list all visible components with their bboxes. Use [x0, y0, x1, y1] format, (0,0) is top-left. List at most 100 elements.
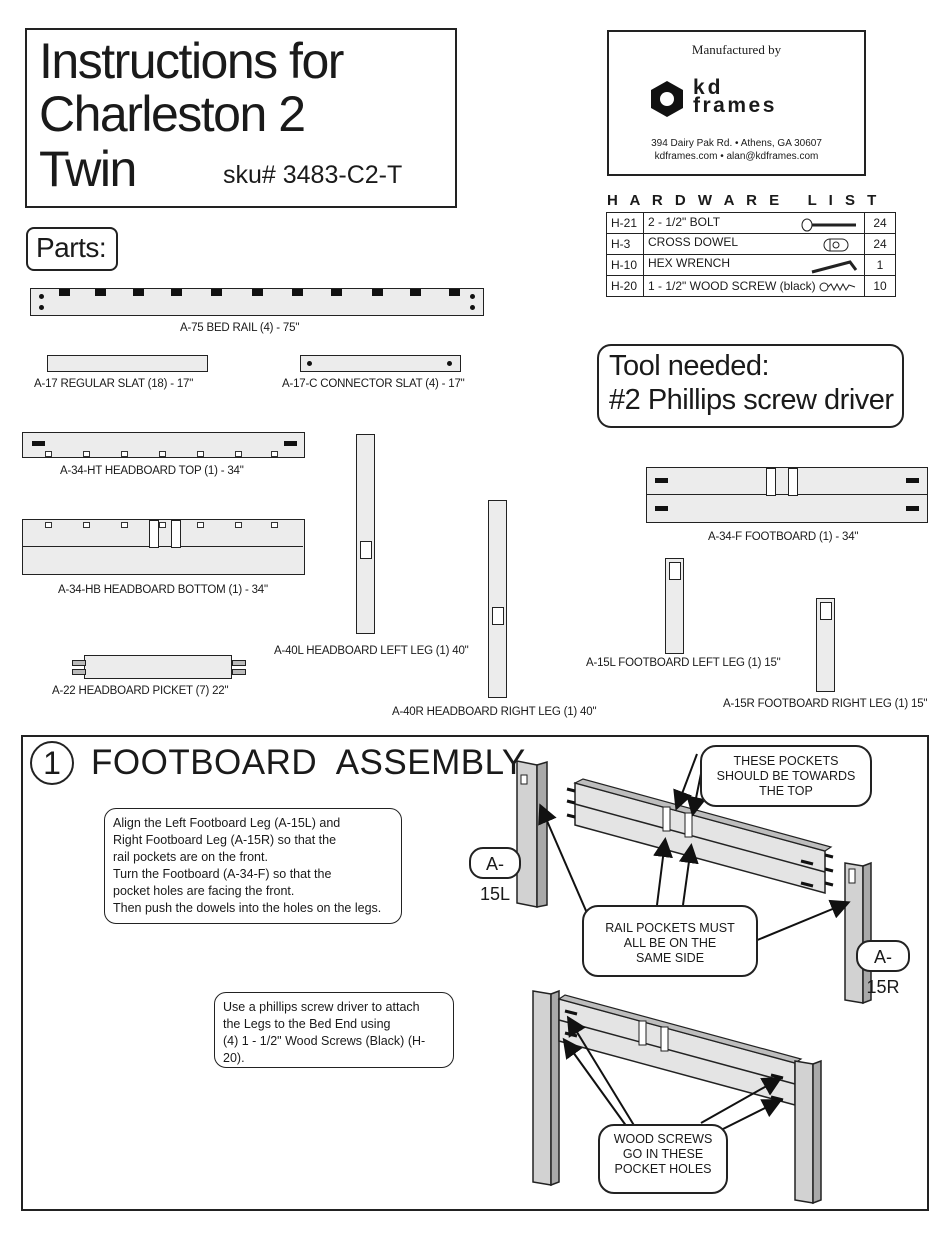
hardware-qty: 24: [864, 212, 896, 234]
headboard-left-leg-label: A-40L HEADBOARD LEFT LEG (1) 40": [274, 645, 469, 657]
pocket: [906, 478, 919, 483]
headboard-right-leg-label: A-40R HEADBOARD RIGHT LEG (1) 40": [392, 706, 597, 718]
pocket: [252, 289, 263, 296]
pocket: [292, 289, 303, 296]
headboard-bottom-drawing: [22, 519, 305, 575]
pocket: [271, 451, 278, 457]
step-number: 1: [43, 745, 61, 781]
hole-dot: [307, 361, 312, 366]
title-box: Instructions for Charleston 2 Twin sku# …: [25, 28, 457, 208]
sku-label: sku# 3483-C2-T: [223, 161, 403, 189]
hardware-code: H-10: [606, 254, 644, 276]
cross-dowel-icon: [823, 238, 849, 252]
regular-slat-label: A-17 REGULAR SLAT (18) - 17": [34, 378, 194, 390]
hardware-name: HEX WRENCH: [648, 256, 731, 270]
hardware-qty: 10: [864, 275, 896, 297]
pocket: [235, 451, 242, 457]
hardware-row: H-20 1 - 1/2" WOOD SCREW (black) 10: [606, 275, 896, 297]
hole-dot: [39, 305, 44, 310]
pocket: [449, 289, 460, 296]
hardware-code: H-3: [606, 233, 644, 255]
callout-wood-screws: WOOD SCREWS GO IN THESE POCKET HOLES: [598, 1124, 728, 1194]
hardware-name: 1 - 1/2" WOOD SCREW (black): [648, 279, 816, 293]
headboard-right-leg-drawing: [488, 500, 507, 698]
footboard-left-leg-label: A-15L FOOTBOARD LEFT LEG (1) 15": [586, 657, 781, 669]
pocket: [211, 289, 222, 296]
leg-label-right: A-15R: [856, 940, 910, 997]
logo-text-kd: kd: [693, 76, 724, 99]
dowel-plate: [171, 520, 181, 548]
hardware-qty: 24: [864, 233, 896, 255]
pocket: [159, 522, 166, 528]
title-line-3: Twin: [39, 141, 137, 197]
pocket: [45, 522, 52, 528]
hardware-row: H-21 2 - 1/2" BOLT 24: [606, 212, 896, 234]
dowel-pin: [72, 660, 86, 666]
hardware-name: 2 - 1/2" BOLT: [648, 214, 721, 229]
pocket: [121, 522, 128, 528]
tool-needed-line2: #2 Phillips screw driver: [609, 384, 894, 416]
pocket: [655, 478, 668, 483]
hardware-name: CROSS DOWEL: [648, 235, 739, 249]
instruction-note-2: Use a phillips screw driver to attach th…: [214, 992, 454, 1068]
callout-pockets-top: THESE POCKETS SHOULD BE TOWARDS THE TOP: [700, 745, 872, 807]
pocket: [133, 289, 144, 296]
headboard-top-drawing: [22, 432, 305, 458]
pocket: [45, 451, 52, 457]
wood-screw-icon: [819, 282, 856, 292]
pocket: [197, 451, 204, 457]
step1-panel: [21, 735, 929, 1211]
manufacturer-contact: kdframes.com • alan@kdframes.com: [654, 151, 819, 162]
footboard-right-leg-label: A-15R FOOTBOARD RIGHT LEG (1) 15": [723, 698, 928, 710]
hardware-row: H-10 HEX WRENCH 1: [606, 254, 896, 276]
callout-rail-pockets: RAIL POCKETS MUST ALL BE ON THE SAME SID…: [582, 905, 758, 977]
pocket: [197, 522, 204, 528]
pocket: [284, 441, 297, 446]
pocket: [372, 289, 383, 296]
footboard-left-leg-drawing: [665, 558, 684, 654]
divider-line: [23, 546, 303, 547]
dowel-pin: [232, 660, 246, 666]
hexagon-logo-icon: [651, 81, 683, 117]
bed-rail-drawing: [30, 288, 484, 316]
pocket: [159, 451, 166, 457]
pocket: [331, 289, 342, 296]
hardware-code: H-21: [606, 212, 644, 234]
step1-title: FOOTBOARD ASSEMBLY: [91, 743, 526, 782]
divider-line: [647, 494, 927, 495]
bed-rail-label: A-75 BED RAIL (4) - 75": [180, 322, 300, 334]
hole-dot: [470, 305, 475, 310]
hole-dot: [447, 361, 452, 366]
manufactured-by-caption: Manufactured by: [691, 42, 782, 57]
hex-wrench-icon: [811, 260, 858, 274]
pocket: [410, 289, 421, 296]
headboard-left-leg-drawing: [356, 434, 375, 634]
connector-slat-drawing: [300, 355, 461, 372]
assembly-diagram: [516, 753, 872, 1205]
headboard-picket-label: A-22 HEADBOARD PICKET (7) 22": [52, 685, 229, 697]
pocket: [235, 522, 242, 528]
bolt-icon: [801, 218, 856, 231]
pocket: [655, 506, 668, 511]
parts-heading: Parts:: [26, 227, 118, 271]
pocket: [83, 451, 90, 457]
rail-pocket: [820, 602, 832, 620]
footboard-right-leg-drawing: [816, 598, 835, 692]
pocket: [906, 506, 919, 511]
tool-needed-box: Tool needed: #2 Phillips screw driver: [597, 344, 904, 428]
manufacturer-address: 394 Dairy Pak Rd. • Athens, GA 30607: [651, 138, 822, 149]
step-number-circle: 1: [30, 741, 74, 785]
dowel-plate: [788, 468, 798, 496]
pocket: [171, 289, 182, 296]
regular-slat-drawing: [47, 355, 208, 372]
hardware-code: H-20: [606, 275, 644, 297]
rail-pocket: [360, 541, 372, 559]
hardware-list-title: H A R D W A R E L I S T: [607, 192, 881, 209]
hole-dot: [39, 294, 44, 299]
tool-needed-line1: Tool needed:: [609, 350, 770, 382]
headboard-top-label: A-34-HT HEADBOARD TOP (1) - 34": [60, 465, 244, 477]
leg-label-left: A-15L: [469, 847, 521, 904]
dowel-plate: [149, 520, 159, 548]
headboard-picket-drawing: [84, 655, 232, 679]
dowel-plate: [766, 468, 776, 496]
